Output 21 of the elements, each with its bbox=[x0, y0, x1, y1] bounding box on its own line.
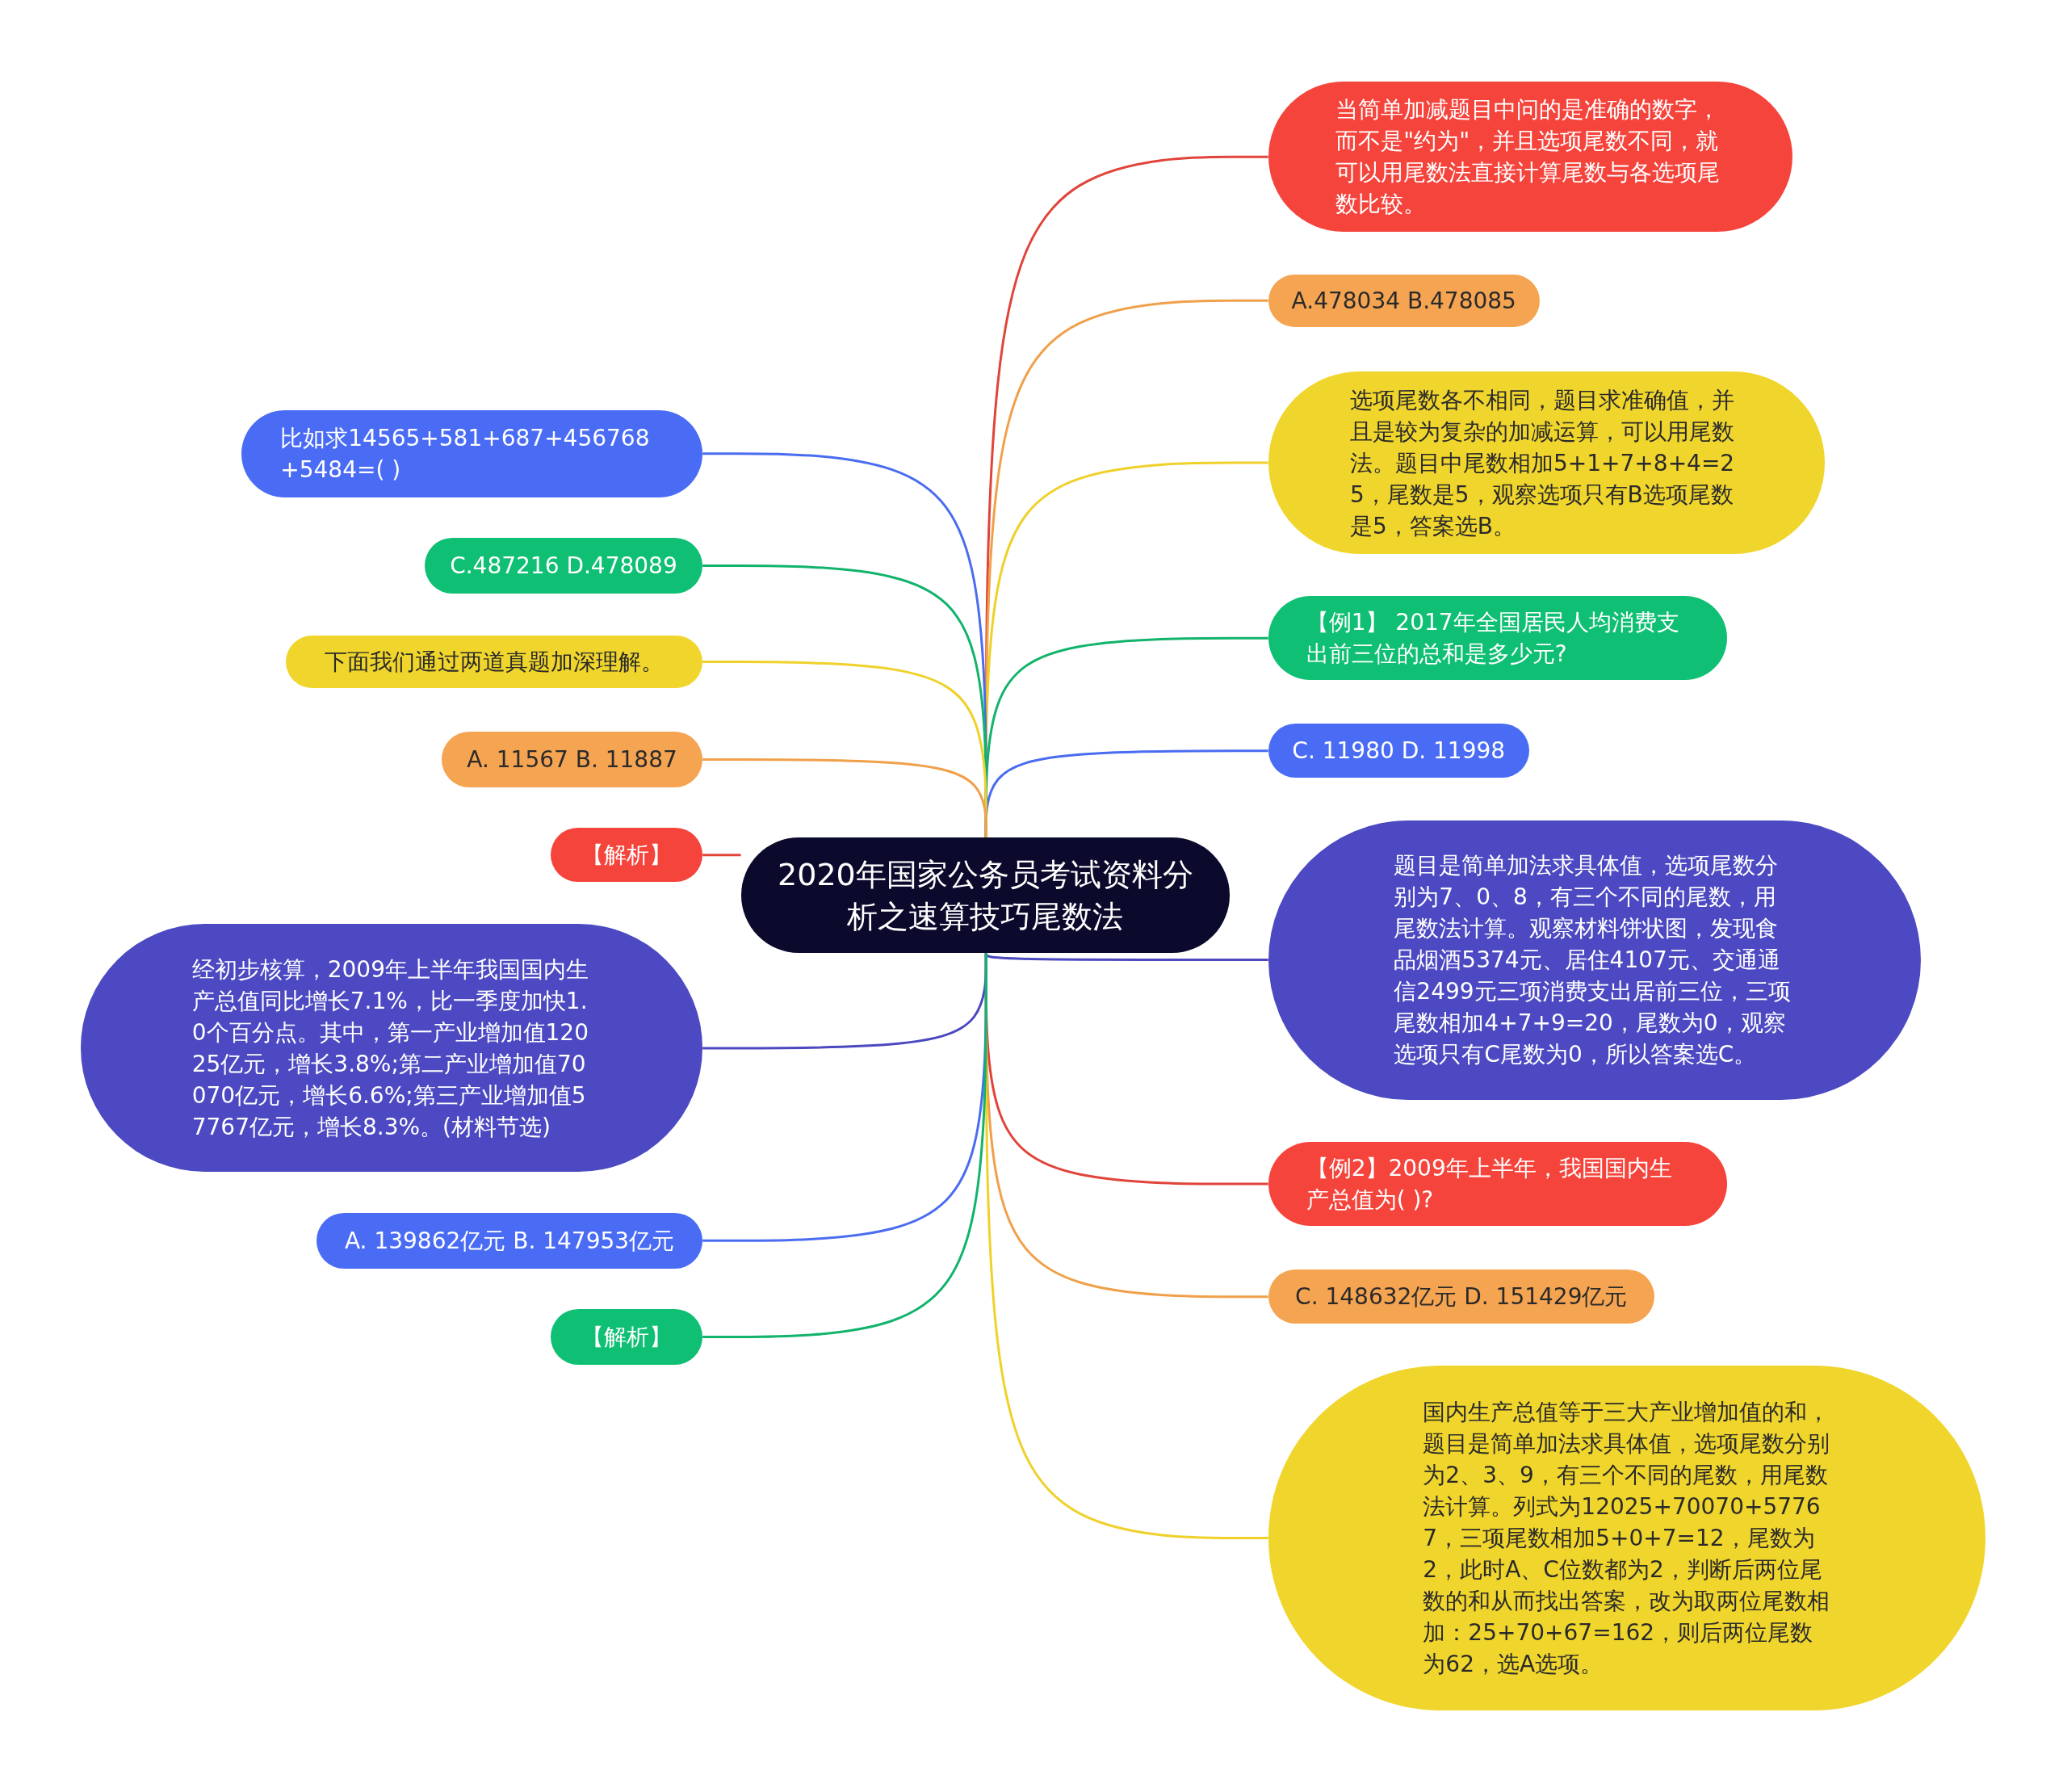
topic-title: 2020年国家公务员考试资料分析之速算技巧尾数法 bbox=[777, 855, 1194, 936]
topic-text: 选项尾数各不相同，题目求准确值，并且是较为复杂的加减运算，可以用尾数法。题目中尾数相加5+1+7+8+4=25，尾数是5，观察选项只有B选项尾数是5，答案选B。 bbox=[1350, 385, 1736, 541]
topic-text: 当简单加减题目中问的是准确的数字，而不是"约为"，并且选项尾数不同，就可以用尾数法直接计算尾数与各选项尾数比较。 bbox=[1335, 95, 1721, 220]
topic-text: 【解析】 bbox=[581, 841, 673, 871]
topic-text: C.487216 D.478089 bbox=[450, 551, 677, 581]
connector-line bbox=[702, 758, 987, 837]
topic-text: C. 11980 D. 11998 bbox=[1292, 737, 1506, 766]
topic-text: 下面我们通过两道真题加深理解。 bbox=[325, 648, 665, 678]
topic-text: 【解析】 bbox=[581, 1323, 673, 1352]
topic-text: 【例2】2009年上半年，我国国内生产总值为( )? bbox=[1306, 1154, 1673, 1215]
topic-text: A.478034 B.478085 bbox=[1291, 286, 1516, 316]
topic-text: 经初步核算，2009年上半年我国国内生产总值同比增长7.1%，比一季度加快1.0个百分点。其中，第一产业增加值12025亿元，增长3.8%;第二产业增加值70070亿元，增长6.6%;第三产业增加值57767亿元，增长8.3%。(材料节选) bbox=[191, 955, 589, 1142]
topic-text: A. 11567 B. 11887 bbox=[467, 745, 677, 774]
topic-text: 国内生产总值等于三大产业增加值的和，题目是简单加法求具体值，选项尾数分别为2、3、9，有三个不同的尾数，用尾数法计算。列式为12025+70070+57767，三项尾数相加5+0+7=12，尾数为2，此时A、C位数都为2，判断后两位尾数的和从而找出答案，改为取两位尾数相加：25+70+67=162，则后两位尾数为62，选A选项。 bbox=[1423, 1397, 1830, 1679]
topic-text: 题目是简单加法求具体值，选项尾数分别为7、0、8，有三个不同的尾数，用尾数法计算。观察材料饼状图，发现食品烟酒5374元、居住4107元、交通通信2499元三项消费支出居前三位，三项尾数相加4+7+9=20，尾数为0，观察选项只有C尾数为0，所以答案选C。 bbox=[1394, 851, 1792, 1070]
topic-text: 比如求14565+581+687+456768+5484=( ) bbox=[280, 423, 651, 485]
connector-line bbox=[702, 953, 987, 1338]
connector-line bbox=[702, 854, 741, 857]
topic-text: C. 148632亿元 D. 151429亿元 bbox=[1295, 1282, 1628, 1312]
topic-text: 【例1】 2017年全国居民人均消费支出前三位的总和是多少元? bbox=[1306, 608, 1680, 669]
topic-text: A. 139862亿元 B. 147953亿元 bbox=[344, 1226, 675, 1256]
